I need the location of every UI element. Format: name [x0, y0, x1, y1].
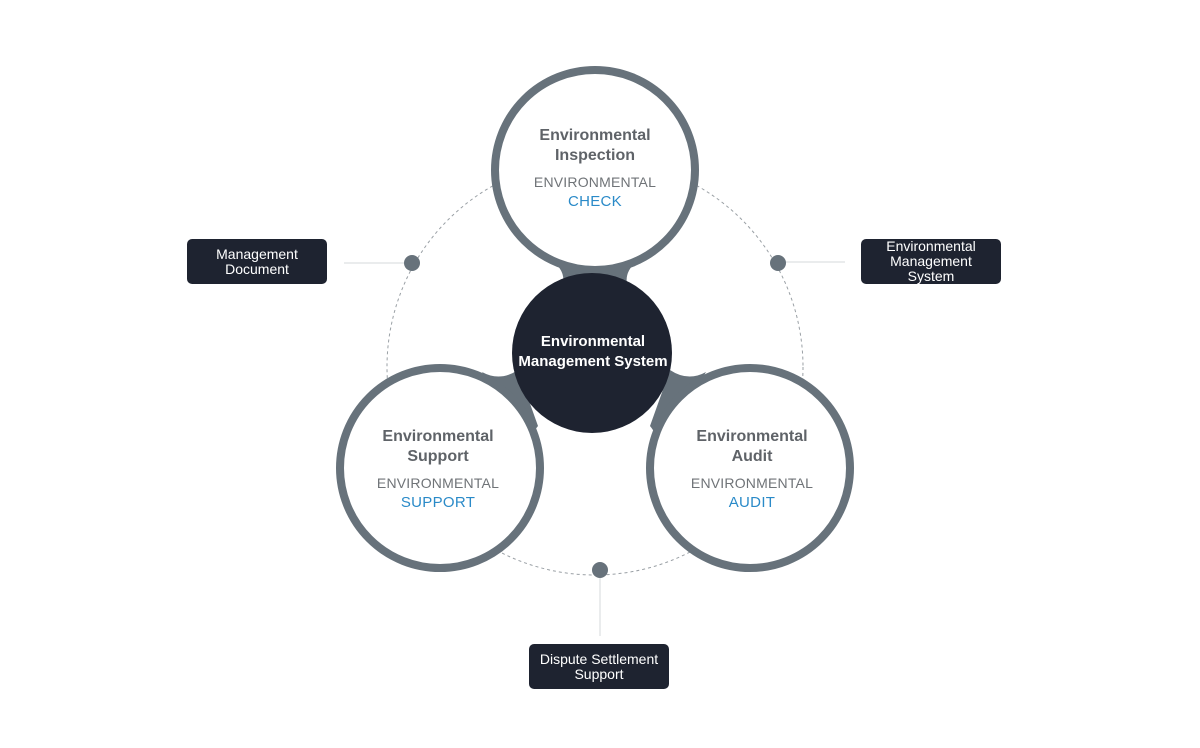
orbit-dot-dispute-settlement [592, 562, 608, 578]
node-support-title-line1: Environmental [382, 428, 494, 445]
center-label-line2: Management System [518, 353, 668, 370]
node-support-accent: SUPPORT [400, 494, 476, 511]
tag-management-document: Management Document [187, 239, 327, 284]
node-ring-audit [646, 364, 854, 572]
node-audit-subtitle: ENVIRONMENTAL [690, 475, 814, 491]
orbit-dot-environmental-management-system [770, 255, 786, 271]
node-audit-title-line2: Audit [731, 448, 773, 465]
center-label: Environmental Management System [513, 332, 673, 372]
tag-dispute-settlement-support-line2: Support [574, 665, 624, 682]
node-ring-inspection [491, 66, 699, 274]
tag-environmental-management-system-line2: Management System [890, 253, 972, 284]
node-inspection-title-line2: Inspection [554, 147, 635, 164]
tag-management-document-line1: Management [216, 245, 298, 262]
node-audit: Environmental Audit ENVIRONMENTAL AUDIT [652, 427, 852, 513]
tag-management-document-line2: Document [225, 260, 289, 277]
node-inspection-subtitle: ENVIRONMENTAL [533, 174, 657, 190]
node-support: Environmental Support ENVIRONMENTAL SUPP… [338, 427, 538, 513]
node-ring-support [336, 364, 544, 572]
tag-dispute-settlement-support-line1: Dispute Settlement [539, 650, 659, 667]
tag-environmental-management-system: Environmental Management System [861, 239, 1001, 284]
node-inspection-accent: CHECK [567, 193, 622, 210]
node-audit-accent: AUDIT [728, 494, 776, 511]
node-inspection: Environmental Inspection ENVIRONMENTAL C… [495, 126, 695, 212]
node-audit-title-line1: Environmental [696, 428, 808, 445]
orbit-dot-management-document [404, 255, 420, 271]
node-inspection-title-line1: Environmental [539, 127, 651, 144]
center-label-line1: Environmental [540, 333, 646, 350]
center-node [512, 273, 672, 433]
tag-dispute-settlement-support: Dispute Settlement Support [529, 644, 669, 689]
node-support-title-line2: Support [407, 448, 469, 465]
node-support-subtitle: ENVIRONMENTAL [376, 475, 500, 491]
tag-environmental-management-system-line1: Environmental [886, 238, 976, 254]
